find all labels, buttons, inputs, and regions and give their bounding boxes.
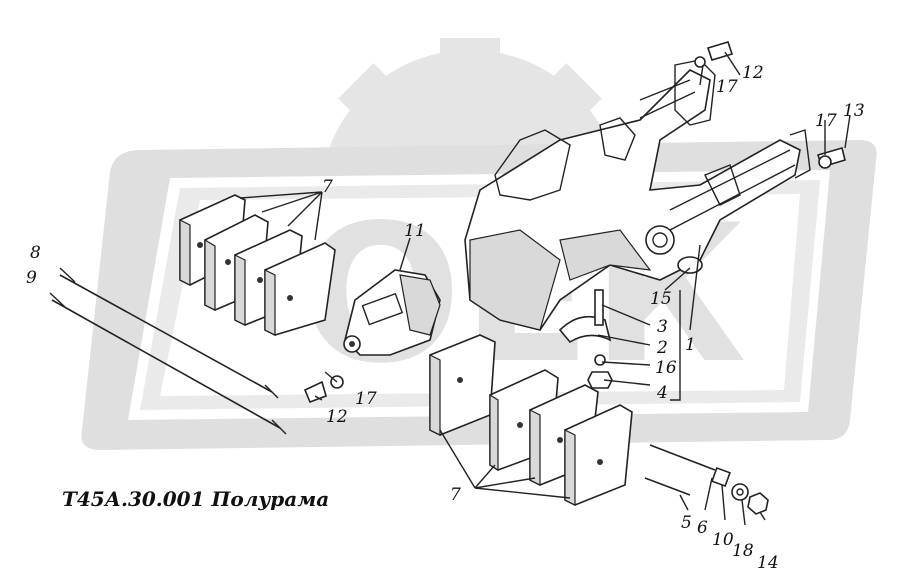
tie-rods	[49, 267, 287, 435]
label-14: 14	[757, 553, 779, 573]
label-16: 16	[655, 358, 677, 378]
bottom-fasteners	[644, 444, 769, 515]
label-17-right: 17	[815, 111, 837, 131]
label-12-top: 12	[742, 63, 764, 83]
label-13: 13	[843, 101, 865, 121]
label-3: 3	[657, 317, 668, 337]
frame-assembly	[464, 59, 811, 331]
label-1: 1	[685, 335, 696, 355]
weights-group-upper	[179, 194, 336, 336]
label-8: 8	[30, 243, 41, 263]
label-6: 6	[697, 518, 708, 538]
clamp-and-fasteners	[303, 41, 846, 404]
label-15: 15	[650, 289, 672, 309]
label-7-lower: 7	[450, 485, 461, 505]
part-11-hitch	[343, 269, 441, 356]
label-5: 5	[681, 513, 692, 533]
label-11: 11	[404, 221, 426, 241]
leader-lines	[239, 51, 851, 526]
label-17-top: 17	[716, 77, 738, 97]
label-7-upper: 7	[322, 177, 333, 197]
label-12-left: 12	[326, 407, 348, 427]
label-2: 2	[656, 338, 668, 358]
diagram-caption: Т45А.30.001 Полурама	[62, 487, 329, 511]
label-10: 10	[712, 530, 734, 550]
callout-labels: 7 8 9 11 12 17 17 13 12 17 15 3 2 1 16 4…	[26, 63, 865, 573]
label-18: 18	[732, 541, 754, 561]
weights-group-lower	[429, 334, 633, 506]
label-9: 9	[26, 268, 37, 288]
label-4: 4	[656, 383, 668, 403]
label-17-left: 17	[355, 389, 377, 409]
